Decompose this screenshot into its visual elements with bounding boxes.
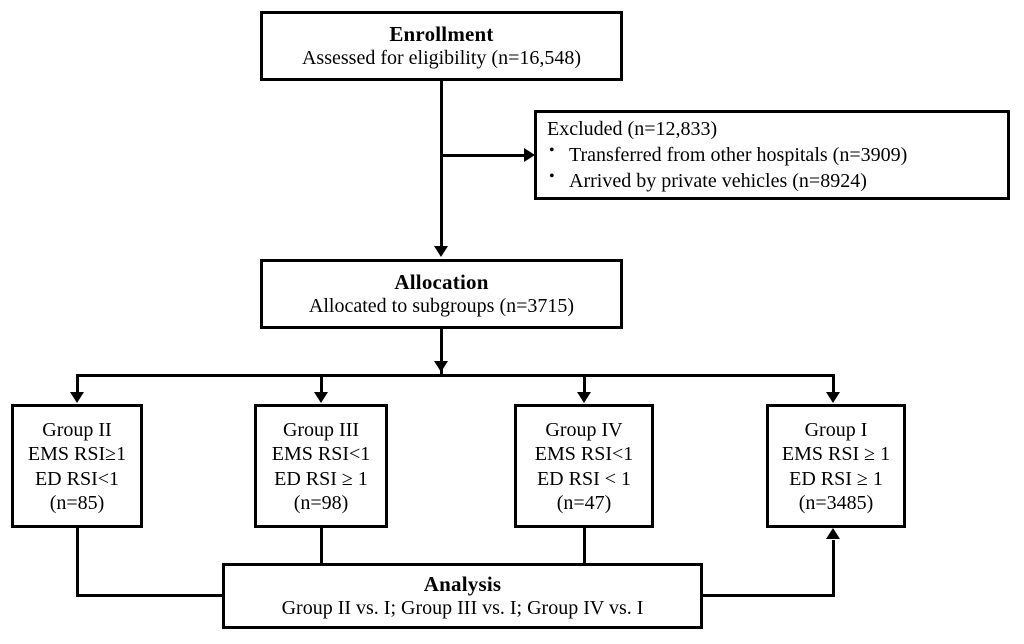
arrow-group-3-in <box>314 392 328 403</box>
excluded-reason-list: Transferred from other hospitals (n=3909… <box>547 141 907 194</box>
allocation-node: Allocation Allocated to subgroups (n=371… <box>260 259 623 329</box>
connector-group-2-to-analysis-horizontal <box>76 594 225 597</box>
connector-group-2-to-analysis-vertical <box>76 527 79 597</box>
group-ed-criterion: ED RSI ≥ 1 <box>274 467 368 490</box>
group-node-iv: Group IV EMS RSI<1 ED RSI < 1 (n=47) <box>514 404 654 528</box>
connector-group-3-to-analysis <box>320 527 323 566</box>
connector-drop-group-1 <box>832 374 835 396</box>
group-ed-criterion: ED RSI < 1 <box>536 467 632 490</box>
group-ed-criterion: ED RSI<1 <box>34 467 120 490</box>
connector-drop-group-2 <box>76 374 79 396</box>
group-name: Group I <box>804 418 868 441</box>
group-ed-criterion: ED RSI ≥ 1 <box>789 467 883 490</box>
enrollment-node: Enrollment Assessed for eligibility (n=1… <box>260 11 623 81</box>
allocation-subtitle: Allocated to subgroups (n=3715) <box>308 295 575 318</box>
arrow-allocation-in <box>434 246 448 257</box>
allocation-title: Allocation <box>394 269 489 294</box>
analysis-title: Analysis <box>423 571 502 596</box>
arrow-group-2-in <box>70 392 84 403</box>
arrow-group-1-bottom-in <box>826 528 840 539</box>
connector-distributor-bar <box>76 374 835 377</box>
group-ems-criterion: EMS RSI ≥ 1 <box>781 443 891 466</box>
connector-drop-group-4 <box>583 374 586 396</box>
group-name: Group IV <box>545 418 623 441</box>
excluded-lead: Excluded (n=12,833) <box>547 117 718 140</box>
connector-analysis-to-group-1-horizontal <box>700 594 835 597</box>
group-name: Group III <box>282 418 360 441</box>
arrow-excluded-in <box>524 148 535 162</box>
group-node-ii: Group II EMS RSI≥1 ED RSI<1 (n=85) <box>11 404 143 528</box>
arrow-group-4-in <box>577 392 591 403</box>
group-ems-criterion: EMS RSI≥1 <box>27 443 127 466</box>
list-item: Arrived by private vehicles (n=8924) <box>549 167 907 194</box>
enrollment-title: Enrollment <box>389 21 494 46</box>
connector-enrollment-to-allocation <box>440 81 443 248</box>
connector-to-excluded <box>440 154 530 157</box>
arrow-group-1-in <box>826 392 840 403</box>
enrollment-subtitle: Assessed for eligibility (n=16,548) <box>301 47 582 70</box>
group-node-i: Group I EMS RSI ≥ 1 ED RSI ≥ 1 (n=3485) <box>766 404 906 528</box>
group-count: (n=3485) <box>798 491 874 514</box>
connector-group-4-to-analysis <box>583 527 586 566</box>
connector-analysis-to-group-1-vertical <box>832 540 835 596</box>
group-count: (n=85) <box>49 491 105 514</box>
arrow-distributor-in <box>434 361 448 372</box>
analysis-subtitle: Group II vs. I; Group III vs. I; Group I… <box>281 597 644 620</box>
group-count: (n=98) <box>293 491 349 514</box>
list-item: Transferred from other hospitals (n=3909… <box>549 141 907 168</box>
group-count: (n=47) <box>556 491 612 514</box>
group-name: Group II <box>42 418 112 441</box>
connector-drop-group-3 <box>320 374 323 396</box>
connector-allocation-down <box>440 329 443 374</box>
excluded-node: Excluded (n=12,833) Transferred from oth… <box>534 110 1010 200</box>
group-ems-criterion: EMS RSI<1 <box>534 443 634 466</box>
group-node-iii: Group III EMS RSI<1 ED RSI ≥ 1 (n=98) <box>254 404 388 528</box>
analysis-node: Analysis Group II vs. I; Group III vs. I… <box>222 563 703 629</box>
group-ems-criterion: EMS RSI<1 <box>271 443 371 466</box>
